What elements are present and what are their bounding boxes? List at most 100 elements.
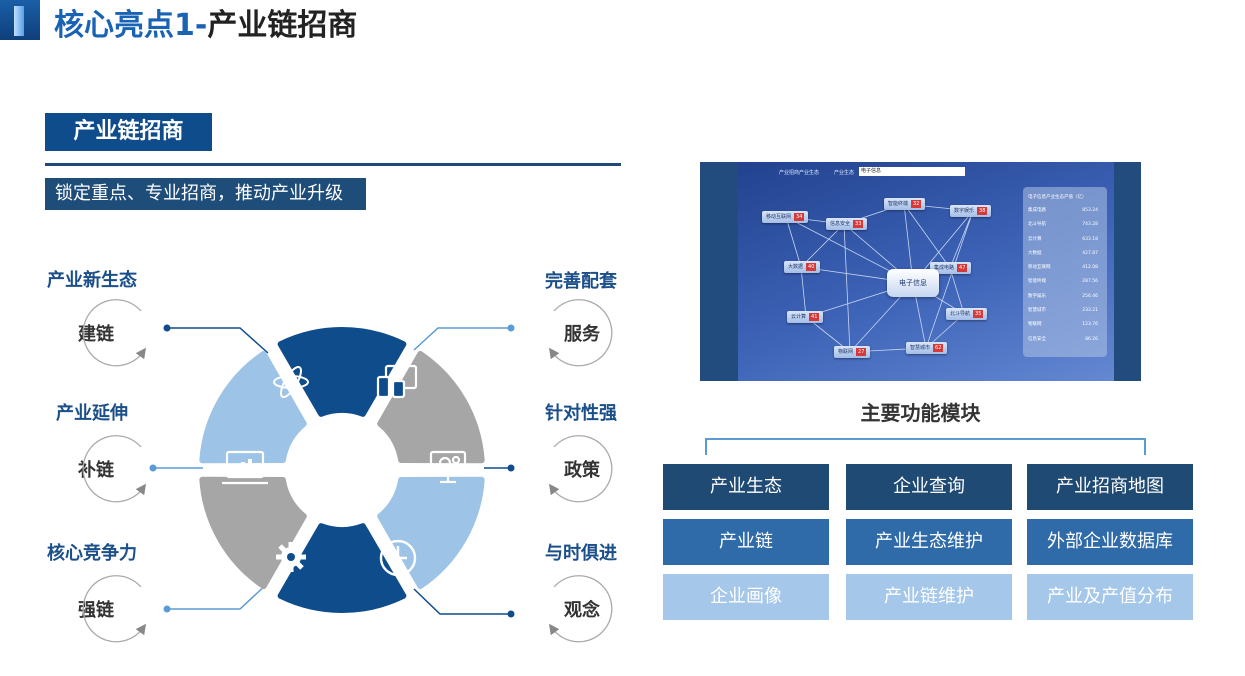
title-logo-bar: [0, 0, 40, 40]
feature-label-right-3: 与时俱进: [545, 543, 617, 564]
stats-value: 743.28: [1082, 222, 1098, 228]
module-industry-chain[interactable]: 产业链: [663, 519, 829, 565]
module-chain-maintenance[interactable]: 产业链维护: [846, 574, 1012, 620]
page-title: 核心亮点1-产业链招商: [54, 6, 357, 46]
feature-label-left-2: 产业延伸: [56, 403, 128, 424]
module-company-query[interactable]: 企业查询: [846, 464, 1012, 510]
stats-name: 大数据: [1028, 250, 1042, 256]
feature-label-left-3: 核心竞争力: [47, 543, 137, 564]
chart-monitor-icon: [222, 450, 268, 485]
monitor-gear-icon: [429, 450, 467, 484]
stats-row: 信息安全 86.26: [1023, 333, 1107, 347]
graph-center-node[interactable]: 电子信息: [887, 269, 939, 297]
stats-name: 信息安全: [1028, 336, 1046, 342]
circle-arc-left-2: [82, 435, 147, 503]
ring-segment: [199, 350, 307, 464]
stats-value: 633.18: [1082, 236, 1098, 242]
module-external-database[interactable]: 外部企业数据库: [1027, 519, 1193, 565]
stats-row: 移动互联网 412.08: [1023, 261, 1107, 275]
stats-value: 427.87: [1082, 250, 1098, 256]
stats-value: 233.21: [1082, 308, 1098, 314]
modules-bracket: [705, 438, 1146, 455]
page-title-main: 产业链招商: [207, 8, 358, 43]
stats-row: 智慧城市 233.21: [1023, 304, 1107, 318]
stats-value: 123.76: [1082, 322, 1098, 328]
atom-icon: [273, 365, 309, 399]
module-industry-ecology[interactable]: 产业生态: [663, 464, 829, 510]
screenshot-filter-select[interactable]: 电子信息: [859, 167, 965, 176]
stats-row: 大数据 427.87: [1023, 247, 1107, 261]
connector-right-1: [413, 327, 511, 351]
connector-left-1: [167, 327, 269, 354]
stats-value: 256.46: [1082, 293, 1098, 299]
ring-segment: [277, 327, 407, 417]
ring-segment: [377, 350, 485, 464]
screenshot-top-label: 产业招商产业生态: [779, 170, 820, 176]
stats-value: 412.08: [1082, 265, 1098, 271]
devices-icon: [376, 364, 418, 399]
module-investment-map[interactable]: 产业招商地图: [1027, 464, 1193, 510]
connector-right-3: [413, 588, 511, 615]
stats-title: 电子信息产业生态产值（亿）: [1028, 195, 1087, 200]
circle-text-right-2: 政策: [564, 460, 600, 481]
circle-text-left-1: 建链: [78, 324, 114, 345]
stats-row: 数字娱乐 256.46: [1023, 290, 1107, 304]
stats-name: 移动互联网: [1028, 265, 1051, 271]
clock-icon: [379, 539, 417, 577]
stats-value: 287.56: [1082, 279, 1098, 285]
screenshot-filter-label: 产业生态: [834, 170, 855, 176]
module-output-distribution[interactable]: 产业及产值分布: [1027, 574, 1193, 620]
circle-text-right-1: 服务: [564, 324, 600, 345]
stats-row: 物联网 123.76: [1023, 318, 1107, 332]
module-company-profile[interactable]: 企业画像: [663, 574, 829, 620]
connector-left-3: [167, 582, 269, 610]
graph-edges: [785, 203, 974, 353]
section-heading: 产业链招商: [45, 113, 212, 151]
section-divider: [45, 163, 621, 166]
feature-label-left-1: 产业新生态: [47, 270, 137, 291]
circle-arc-right-3: [548, 575, 613, 643]
stats-row: 北斗导航 743.28: [1023, 218, 1107, 232]
stats-name: 智慧城市: [1028, 308, 1046, 314]
stats-name: 北斗导航: [1028, 222, 1046, 228]
circle-arc-right-1: [548, 299, 613, 367]
page-title-separator: -: [194, 8, 208, 43]
feature-ring-diagram: [82, 299, 613, 643]
stats-row: 云计算 633.18: [1023, 233, 1107, 247]
page-title-prefix: 核心亮点1: [54, 8, 195, 43]
stats-name: 集成电路: [1028, 208, 1046, 213]
circle-text-left-3: 强链: [78, 600, 114, 621]
circle-arc-right-2: [548, 435, 613, 503]
module-ecology-maintenance[interactable]: 产业生态维护: [846, 519, 1012, 565]
stats-name: 数字娱乐: [1028, 293, 1046, 299]
output-stats-panel: 电子信息产业生态产值（亿） 集成电路 853.24 北斗导航 743.28 云计算 633…: [1023, 187, 1107, 357]
stats-name: 云计算: [1028, 236, 1042, 242]
section-subtitle: 锁定重点、专业招商，推动产业升级: [45, 178, 366, 210]
feature-label-right-1: 完善配套: [545, 271, 617, 292]
stats-name: 智能终端: [1028, 279, 1046, 285]
ring-segment: [277, 523, 407, 613]
circle-text-right-3: 观念: [564, 600, 600, 621]
ring-segment: [377, 476, 485, 590]
stats-row: 集成电路 853.24: [1023, 204, 1107, 218]
stats-name: 物联网: [1028, 322, 1042, 328]
stats-value: 86.26: [1085, 336, 1098, 342]
circle-arc-left-3: [82, 575, 147, 643]
stats-value: 853.24: [1082, 208, 1098, 213]
stats-row: 智能终端 287.56: [1023, 275, 1107, 289]
modules-title: 主要功能模块: [860, 401, 981, 425]
circle-text-left-2: 补链: [78, 460, 114, 481]
circle-arc-left-1: [82, 299, 147, 367]
